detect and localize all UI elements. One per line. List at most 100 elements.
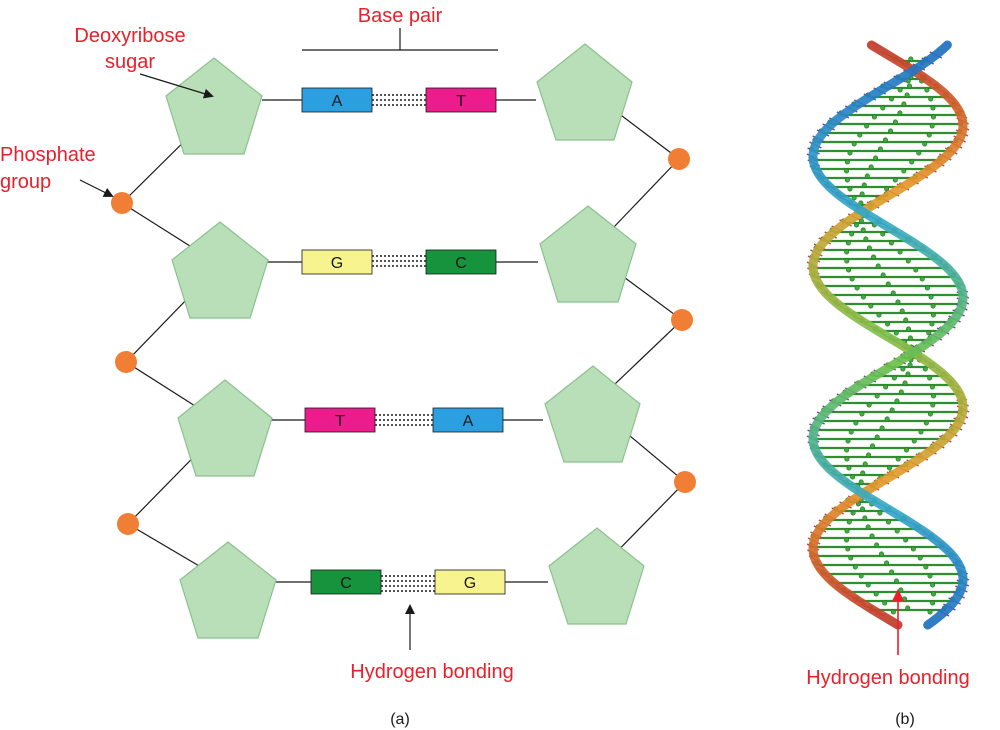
atom-ball xyxy=(907,83,913,89)
base-pair-label: Base pair xyxy=(358,5,443,27)
atom-ball xyxy=(927,573,933,579)
atom-ball xyxy=(924,285,930,291)
atom-ball xyxy=(907,335,913,341)
atom-ball xyxy=(892,177,898,183)
atom-ball xyxy=(898,389,904,395)
backbone-lines xyxy=(121,87,686,584)
atom-ball xyxy=(924,87,930,93)
double-helix-model xyxy=(806,40,970,630)
arrow-icon xyxy=(79,179,114,197)
phosphate-circle-icon xyxy=(115,351,137,373)
base-pair-4: C G xyxy=(310,569,506,595)
atom-ball xyxy=(844,537,850,543)
atom-ball xyxy=(922,141,928,147)
base-label: T xyxy=(335,413,345,430)
atom-ball xyxy=(890,609,896,615)
atom-ball xyxy=(893,330,899,336)
atom-ball xyxy=(918,429,924,435)
helix-ribbon-strand-2 xyxy=(808,40,968,630)
atom-ball xyxy=(852,564,858,570)
phosphate-circle-icon xyxy=(117,513,139,535)
atom-ball xyxy=(863,236,869,242)
atom-ball xyxy=(901,168,907,174)
atom-ball xyxy=(902,380,908,386)
atom-ball xyxy=(895,456,901,462)
atom-ball xyxy=(895,299,901,305)
base-pair-bracket xyxy=(302,28,498,51)
atom-ball xyxy=(892,119,898,125)
phosphate-circle-icon xyxy=(668,148,690,170)
atom-ball xyxy=(913,267,919,273)
atom-ball xyxy=(851,195,857,201)
atom-ball xyxy=(906,326,912,332)
panel-b: Hydrogen bonding (b) xyxy=(806,40,970,728)
atom-ball xyxy=(858,573,864,579)
atom-ball xyxy=(893,578,899,584)
base-label: C xyxy=(340,575,352,592)
atom-ball xyxy=(894,398,900,404)
atom-ball xyxy=(859,191,865,197)
atom-ball xyxy=(930,105,936,111)
atom-ball xyxy=(868,303,874,309)
atom-ball xyxy=(884,416,890,422)
atom-ball xyxy=(880,105,886,111)
atom-ball xyxy=(888,240,894,246)
sugar-pentagon-icon xyxy=(544,365,641,463)
base-label: G xyxy=(464,575,476,592)
base-label: A xyxy=(332,93,343,110)
base-label: G xyxy=(331,255,343,272)
atom-ball xyxy=(929,321,935,327)
sugar-pentagon-icon xyxy=(177,379,273,477)
base-label: A xyxy=(463,413,474,430)
atom-ball xyxy=(909,159,915,165)
atom-ball xyxy=(882,600,888,606)
atom-ball xyxy=(868,164,874,170)
panel-a: A T G C T A xyxy=(0,5,696,728)
atom-ball xyxy=(902,596,908,602)
atom-ball xyxy=(904,92,910,98)
atom-ball xyxy=(866,402,872,408)
atom-ball xyxy=(910,546,916,552)
atom-ball xyxy=(928,96,934,102)
base-pair-2: G C xyxy=(301,249,497,275)
atom-ball xyxy=(874,542,880,548)
atom-ball xyxy=(923,564,929,570)
atom-ball xyxy=(864,173,870,179)
atom-ball xyxy=(927,411,933,417)
atom-ball xyxy=(897,249,903,255)
atom-ball xyxy=(873,155,879,161)
atom-ball xyxy=(886,519,892,525)
atom-ball xyxy=(865,582,871,588)
atom-ball xyxy=(930,312,936,318)
base-pair-1: A T xyxy=(301,87,497,113)
atom-ball xyxy=(901,101,907,107)
left-backbone xyxy=(121,111,229,584)
sugar-pentagon-icon xyxy=(548,527,645,625)
atom-ball xyxy=(930,402,936,408)
atom-ball xyxy=(930,582,936,588)
atom-ball xyxy=(930,303,936,309)
atom-ball xyxy=(883,384,889,390)
atom-ball xyxy=(849,231,855,237)
atom-ball xyxy=(845,240,851,246)
atom-ball xyxy=(846,519,852,525)
sugar-pentagon-icon xyxy=(171,221,269,319)
atom-ball xyxy=(858,479,864,485)
sugar-pentagon-icon xyxy=(536,43,633,141)
base-T xyxy=(304,407,376,433)
atom-ball xyxy=(853,222,859,228)
atom-ball xyxy=(903,317,909,323)
sugar-label-line1: Deoxyribose xyxy=(74,25,185,47)
atom-ball xyxy=(850,510,856,516)
atom-ball xyxy=(888,128,894,134)
base-G xyxy=(434,569,506,595)
atom-ball xyxy=(903,537,909,543)
atom-ball xyxy=(866,452,872,458)
atom-ball xyxy=(846,267,852,273)
atom-ball xyxy=(884,560,890,566)
atom-ball xyxy=(847,150,853,156)
atom-ball xyxy=(877,510,883,516)
base-C xyxy=(310,569,382,595)
atom-ball xyxy=(885,321,891,327)
